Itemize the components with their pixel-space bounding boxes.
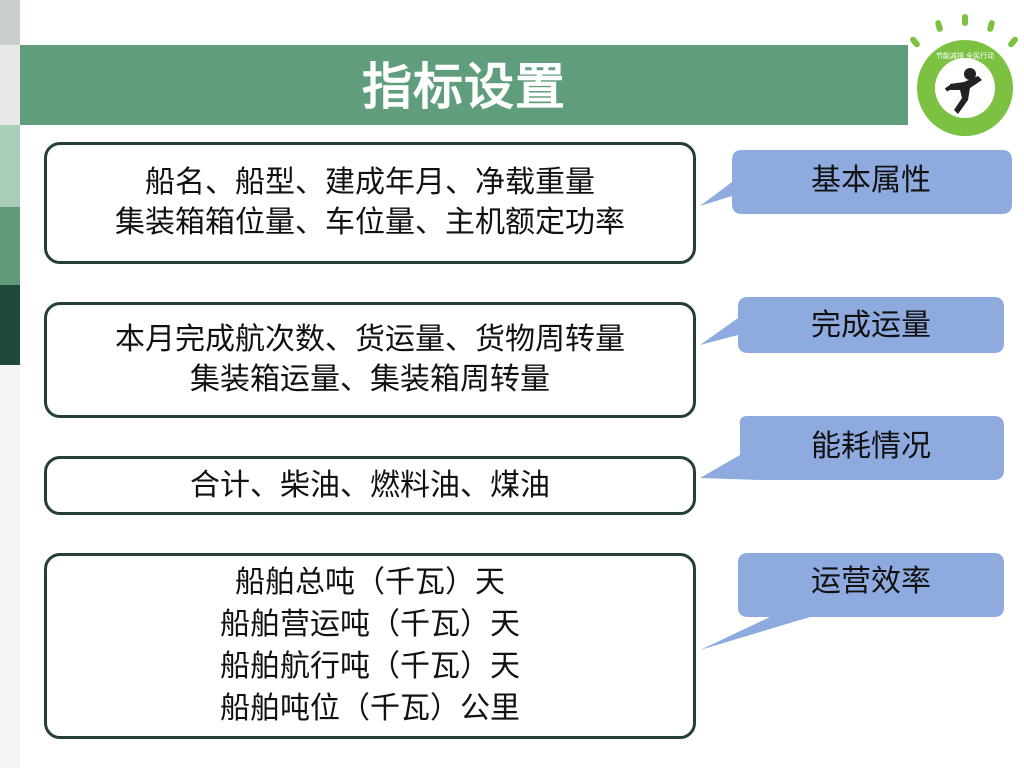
callout-operating-efficiency: 运营效率 [811, 564, 931, 599]
operating-efficiency-box: 船舶总吨（千瓦）天 船舶营运吨（千瓦）天 船舶航行吨（千瓦）天 船舶吨位（千瓦）… [44, 553, 696, 739]
logo-text: 节能减排 全民行动 [936, 51, 994, 60]
callout-basic-attributes: 基本属性 [811, 163, 931, 198]
box-line: 船舶航行吨（千瓦）天 [220, 649, 520, 684]
slide-title: 指标设置 [362, 58, 566, 116]
box-line: 船舶吨位（千瓦）公里 [220, 691, 520, 726]
energy-consumption-box: 合计、柴油、燃料油、煤油 [44, 456, 696, 515]
callout-energy-consumption: 能耗情况 [811, 429, 931, 464]
box-line: 本月完成航次数、货运量、货物周转量 [115, 322, 625, 357]
box-line: 船名、船型、建成年月、净载重量 [145, 165, 595, 200]
callout-completed-volume: 完成运量 [811, 308, 931, 343]
energy-saving-logo: 节能减排 全民行动 [910, 14, 1018, 136]
attribute-box: 船名、船型、建成年月、净载重量 集装箱箱位量、车位量、主机额定功率 [44, 142, 696, 264]
box-line: 合计、柴油、燃料油、煤油 [190, 467, 550, 503]
transport-volume-box: 本月完成航次数、货运量、货物周转量 集装箱运量、集装箱周转量 [44, 302, 696, 418]
box-line: 集装箱箱位量、车位量、主机额定功率 [115, 205, 625, 240]
box-line: 船舶营运吨（千瓦）天 [220, 607, 520, 642]
title-bar [20, 45, 908, 125]
box-line: 船舶总吨（千瓦）天 [235, 565, 505, 600]
left-accent-strip [0, 0, 20, 768]
box-line: 集装箱运量、集装箱周转量 [190, 362, 550, 397]
